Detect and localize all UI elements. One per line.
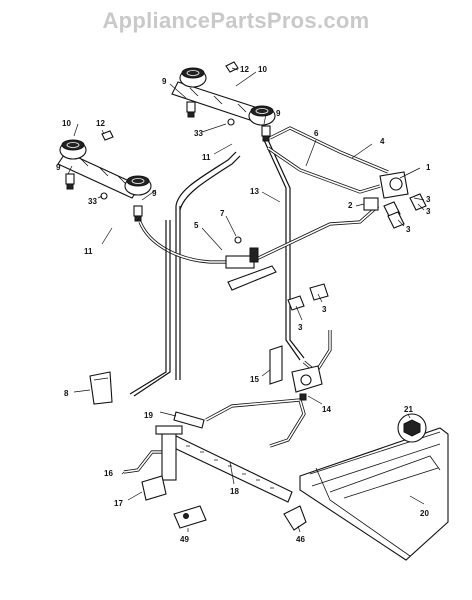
burner-head-rear-right[interactable] bbox=[248, 105, 276, 126]
callout-12-left: 12 bbox=[96, 119, 105, 128]
callout-5: 5 bbox=[194, 221, 199, 230]
orifice-9-c[interactable] bbox=[65, 173, 75, 190]
callout-9-b: 9 bbox=[276, 109, 281, 118]
watermark: AppliancePartsPros.com bbox=[102, 8, 370, 33]
oven-valve-14[interactable] bbox=[291, 365, 323, 401]
bracket-15[interactable] bbox=[269, 345, 283, 385]
callout-3-d: 3 bbox=[322, 305, 327, 314]
nut-21[interactable] bbox=[397, 413, 427, 443]
callout-7: 7 bbox=[220, 209, 225, 218]
clip-46[interactable] bbox=[283, 505, 307, 531]
clip-12-top[interactable] bbox=[225, 61, 239, 73]
callout-9-a: 9 bbox=[162, 77, 167, 86]
spark-switch-5[interactable] bbox=[225, 247, 259, 269]
callout-labels: 12 10 9 9 33 11 10 12 9 9 33 11 1 4 6 2 … bbox=[56, 65, 431, 544]
callout-49: 49 bbox=[180, 535, 189, 544]
callout-4: 4 bbox=[380, 137, 385, 146]
leader-lines bbox=[67, 67, 425, 533]
callout-10-top: 10 bbox=[258, 65, 267, 74]
oven-burner-18[interactable] bbox=[155, 425, 293, 503]
callout-8: 8 bbox=[64, 389, 69, 398]
callout-12-top: 12 bbox=[240, 65, 249, 74]
pilot-17[interactable] bbox=[141, 475, 167, 501]
burner-baffle-20[interactable] bbox=[299, 427, 449, 561]
callout-6: 6 bbox=[314, 129, 319, 138]
callout-11-rear: 11 bbox=[202, 153, 211, 162]
callout-9-c: 9 bbox=[56, 163, 61, 172]
screw-33-front[interactable] bbox=[100, 192, 108, 200]
callout-20: 20 bbox=[420, 509, 429, 518]
callout-2: 2 bbox=[348, 201, 353, 210]
front-burner-bracket bbox=[57, 151, 141, 199]
orifice-9-b[interactable] bbox=[261, 125, 271, 142]
callout-3-c: 3 bbox=[426, 195, 431, 204]
ignitor-49[interactable] bbox=[173, 505, 207, 529]
valve-knob-3-e[interactable] bbox=[287, 295, 305, 311]
callout-13: 13 bbox=[250, 187, 259, 196]
burner-head-front-right[interactable] bbox=[124, 175, 152, 196]
valve-2[interactable] bbox=[363, 197, 379, 211]
igniter-8[interactable] bbox=[89, 371, 113, 405]
pilot-holder-19[interactable] bbox=[173, 411, 205, 429]
mount-bracket[interactable] bbox=[227, 265, 277, 291]
callout-18: 18 bbox=[230, 487, 239, 496]
callout-19: 19 bbox=[144, 411, 153, 420]
valve-knob-3-d[interactable] bbox=[309, 283, 329, 301]
callout-3-b: 3 bbox=[406, 225, 411, 234]
screw-33-rear[interactable] bbox=[227, 118, 235, 126]
callout-9-d: 9 bbox=[152, 189, 157, 198]
callout-1: 1 bbox=[426, 163, 431, 172]
callout-3-e: 3 bbox=[298, 323, 303, 332]
orifice-9-a[interactable] bbox=[186, 101, 196, 118]
orifice-9-d[interactable] bbox=[133, 205, 143, 222]
callout-15: 15 bbox=[250, 375, 259, 384]
callout-16: 16 bbox=[104, 469, 113, 478]
gas-tubes bbox=[123, 126, 389, 474]
valve-knob-3-a[interactable] bbox=[409, 193, 427, 211]
callout-21: 21 bbox=[404, 405, 413, 414]
valve-knob-3-c[interactable] bbox=[387, 211, 405, 229]
burner-head-front-left[interactable] bbox=[59, 139, 87, 160]
callout-33-front: 33 bbox=[88, 197, 97, 206]
callout-17: 17 bbox=[114, 499, 123, 508]
callout-10-left: 10 bbox=[62, 119, 71, 128]
manifold-valve-1[interactable] bbox=[379, 171, 409, 199]
burner-head-rear-left[interactable] bbox=[179, 67, 207, 88]
callout-33-rear: 33 bbox=[194, 129, 203, 138]
connector-7[interactable] bbox=[234, 236, 242, 244]
callout-14: 14 bbox=[322, 405, 331, 414]
clip-12-left[interactable] bbox=[101, 130, 114, 141]
callout-46: 46 bbox=[296, 535, 305, 544]
callout-3-a: 3 bbox=[426, 207, 431, 216]
callout-11-front: 11 bbox=[84, 247, 93, 256]
